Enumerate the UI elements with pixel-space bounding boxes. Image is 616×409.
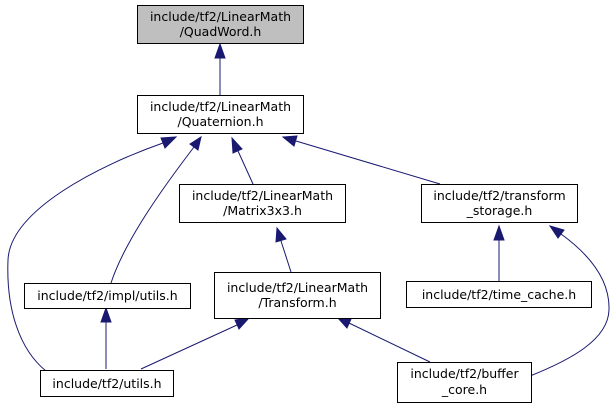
edge-time-cache-to-transform-storage xyxy=(493,224,505,281)
edge-quaternion-to-quadword xyxy=(214,42,226,95)
edge-buffer-core-to-transform-storage xyxy=(529,225,610,377)
node-transform-line-2: /Transform.h xyxy=(258,295,336,310)
node-impl-utils[interactable]: include/tf2/impl/utils.h xyxy=(24,283,191,309)
node-transform-storage-line-1: include/tf2/transform xyxy=(433,188,565,203)
edge-transform-storage-to-quaternion xyxy=(281,135,441,185)
node-utils[interactable]: include/tf2/utils.h xyxy=(40,370,174,397)
node-quaternion-line-1: include/tf2/LinearMath xyxy=(150,99,291,114)
edge-impl-utils-to-quaternion xyxy=(110,135,202,284)
node-quaternion[interactable]: include/tf2/LinearMath /Quaternion.h xyxy=(137,95,304,134)
node-buffer-core-line-1: include/tf2/buffer xyxy=(410,366,519,381)
edge-transform-to-matrix3x3 xyxy=(275,226,292,273)
node-quadword-line-1: include/tf2/LinearMath xyxy=(150,9,291,24)
edge-utils-to-quaternion xyxy=(7,136,178,372)
node-time-cache[interactable]: include/tf2/time_cache.h xyxy=(406,281,592,308)
edge-utils-to-impl-utils xyxy=(100,306,112,369)
node-transform-line-1: include/tf2/LinearMath xyxy=(227,280,368,295)
node-time-cache-line-1: include/tf2/time_cache.h xyxy=(422,287,576,302)
node-matrix3x3-line-2: /Matrix3x3.h xyxy=(223,203,302,218)
node-quadword[interactable]: include/tf2/LinearMath /QuadWord.h xyxy=(137,5,304,44)
node-transform-storage[interactable]: include/tf2/transform _storage.h xyxy=(421,184,578,223)
node-quadword-line-2: /QuadWord.h xyxy=(180,24,262,39)
node-utils-line-1: include/tf2/utils.h xyxy=(52,376,161,391)
node-transform[interactable]: include/tf2/LinearMath /Transform.h xyxy=(214,272,381,319)
node-matrix3x3-line-1: include/tf2/LinearMath xyxy=(192,188,333,203)
node-impl-utils-line-1: include/tf2/impl/utils.h xyxy=(37,288,177,303)
node-quaternion-line-2: /Quaternion.h xyxy=(177,114,263,129)
node-matrix3x3[interactable]: include/tf2/LinearMath /Matrix3x3.h xyxy=(179,184,346,223)
node-buffer-core-line-2: _core.h xyxy=(441,382,487,397)
node-transform-storage-line-2: _storage.h xyxy=(466,203,533,218)
node-buffer-core[interactable]: include/tf2/buffer _core.h xyxy=(397,362,532,403)
edge-buffer-core-to-transform xyxy=(335,316,431,363)
edge-utils-to-transform xyxy=(140,317,251,370)
edge-matrix3x3-to-quaternion xyxy=(231,136,254,185)
